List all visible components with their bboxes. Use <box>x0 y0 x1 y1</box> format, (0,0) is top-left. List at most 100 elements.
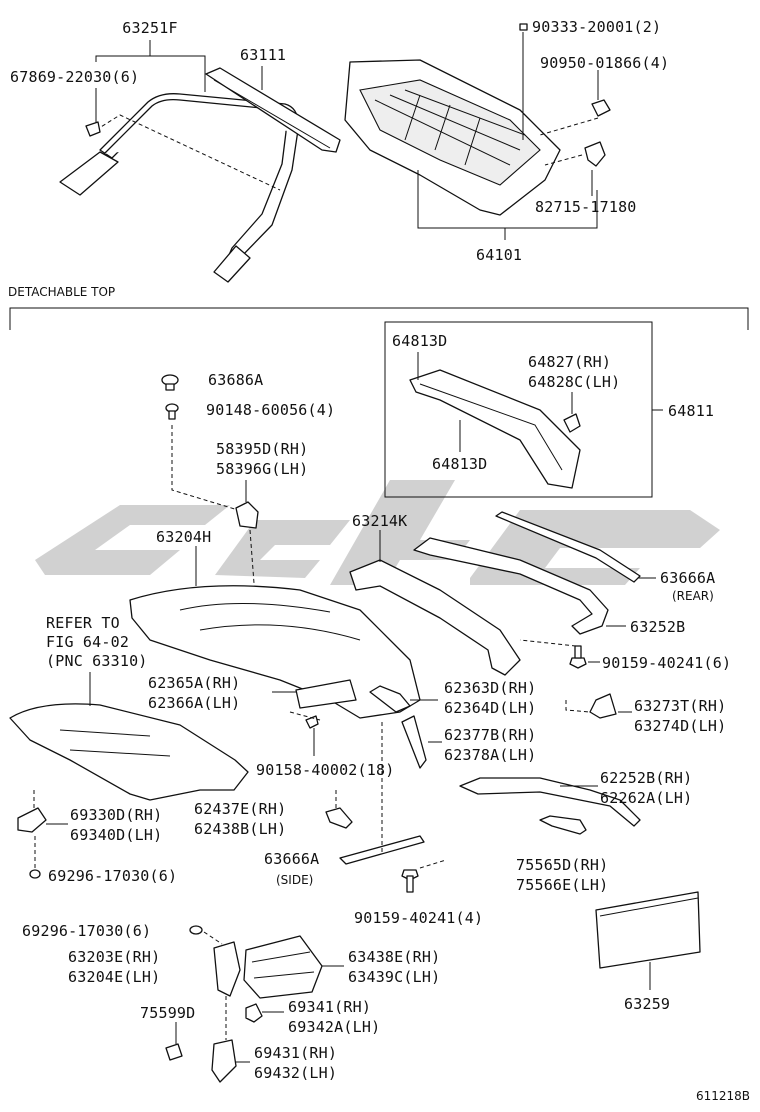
label-69341: 69341(RH) <box>288 998 371 1016</box>
label-62262A: 62262A(LH) <box>600 789 692 807</box>
part-90333-pin <box>519 23 528 31</box>
leader-90159-b-dash <box>419 859 447 869</box>
label-69340D: 69340D(LH) <box>70 826 162 844</box>
part-63273T-clip <box>589 693 617 719</box>
label-64811: 64811 <box>668 402 714 420</box>
label-63438E: 63438E(RH) <box>348 948 440 966</box>
part-69296-screw-b <box>189 925 203 935</box>
label-64828C: 64828C(LH) <box>528 373 620 391</box>
part-69341-cap <box>245 1003 263 1023</box>
label-69431: 69431(RH) <box>254 1044 337 1062</box>
part-62365A-bracket <box>295 679 357 709</box>
label-64813D-b: 64813D <box>432 455 487 473</box>
part-90159-bolt-a <box>569 645 587 669</box>
part-90950-nut <box>591 99 611 117</box>
part-63666A-rear-strip <box>495 511 641 583</box>
part-69431-latch <box>211 1039 237 1083</box>
label-rear: (REAR) <box>672 589 714 603</box>
part-63214K-seal <box>349 559 521 676</box>
label-63686A: 63686A <box>208 371 263 389</box>
label-58396G: 58396G(LH) <box>216 460 308 478</box>
leader-90158-dash <box>289 711 321 721</box>
part-64101-deck <box>344 59 561 216</box>
label-75599D: 75599D <box>140 1004 195 1022</box>
part-63252B-rail <box>413 537 609 635</box>
label-63214K: 63214K <box>352 512 407 530</box>
leader-90950-dash <box>539 117 599 136</box>
part-62363D-bracket <box>369 685 411 713</box>
part-58395D-bracket <box>235 501 259 529</box>
part-90158-screw <box>305 715 319 729</box>
label-67869: 67869-22030(6) <box>10 68 139 86</box>
label-69296-a: 69296-17030(6) <box>48 867 177 885</box>
label-63252B: 63252B <box>630 618 685 636</box>
label-90333: 90333-20001(2) <box>532 18 661 36</box>
part-63203E-latch <box>213 941 241 997</box>
label-pnc: (PNC 63310) <box>46 652 148 670</box>
label-refer-to: REFER TO <box>46 614 120 632</box>
label-58395D: 58395D(RH) <box>216 440 308 458</box>
label-90148: 90148-60056(4) <box>206 401 335 419</box>
label-detachable-top: DETACHABLE TOP <box>8 285 115 299</box>
label-62365A: 62365A(RH) <box>148 674 240 692</box>
label-90159-b: 90159-40241(4) <box>354 909 483 927</box>
label-69342A: 69342A(LH) <box>288 1018 380 1036</box>
label-75565D: 75565D(RH) <box>516 856 608 874</box>
label-63204H: 63204H <box>156 528 211 546</box>
label-63111: 63111 <box>240 46 286 64</box>
label-69296-b: 69296-17030(6) <box>22 922 151 940</box>
label-69432: 69432(LH) <box>254 1064 337 1082</box>
leader-90159-a-dash <box>519 639 577 647</box>
part-75565D-molding <box>539 815 587 835</box>
label-75566E: 75566E(LH) <box>516 876 608 894</box>
label-69330D: 69330D(RH) <box>70 806 162 824</box>
label-63251F: 63251F <box>122 19 177 37</box>
label-figure-id: 611218B <box>696 1089 750 1103</box>
part-90159-bolt-b <box>401 869 419 893</box>
leader-82715-dash <box>544 154 583 166</box>
label-63203E: 63203E(RH) <box>68 948 160 966</box>
part-63259-panel <box>595 891 701 969</box>
label-62378A: 62378A(LH) <box>444 746 536 764</box>
label-64101: 64101 <box>476 246 522 264</box>
section-bracket <box>9 307 749 330</box>
leader-90148-dash <box>171 425 239 511</box>
label-62377B: 62377B(RH) <box>444 726 536 744</box>
label-62364D: 62364D(LH) <box>444 699 536 717</box>
label-62252B: 62252B(RH) <box>600 769 692 787</box>
leader-69296-b-dash <box>203 931 223 945</box>
part-64827-clip <box>563 413 581 433</box>
label-62363D: 62363D(RH) <box>444 679 536 697</box>
label-62438B: 62438B(LH) <box>194 820 286 838</box>
label-fig: FIG 64-02 <box>46 633 129 651</box>
part-63111-bar <box>205 67 341 153</box>
label-63259: 63259 <box>624 995 670 1013</box>
label-64827: 64827(RH) <box>528 353 611 371</box>
part-62437E-clip <box>325 807 353 829</box>
label-63274D: 63274D(LH) <box>634 717 726 735</box>
label-64813D-a: 64813D <box>392 332 447 350</box>
part-69296-screw-a <box>29 869 41 879</box>
part-62252B-rail <box>459 777 641 827</box>
part-82715-clip <box>584 141 606 167</box>
label-62437E: 62437E(RH) <box>194 800 286 818</box>
leader-64101 <box>417 170 598 229</box>
label-62366A: 62366A(LH) <box>148 694 240 712</box>
leader-63273T-dash <box>565 700 591 713</box>
label-63204E: 63204E(LH) <box>68 968 160 986</box>
part-63438E-cover <box>243 935 323 999</box>
label-63273T: 63273T(RH) <box>634 697 726 715</box>
part-90148-screw <box>165 403 179 420</box>
clip-67869 <box>85 121 101 137</box>
label-63666A-rear: 63666A <box>660 569 715 587</box>
part-64813D-panel <box>409 369 581 489</box>
label-63439C: 63439C(LH) <box>348 968 440 986</box>
label-90950: 90950-01866(4) <box>540 54 669 72</box>
part-63310-roof <box>9 703 249 801</box>
label-90159-a: 90159-40241(6) <box>602 654 731 672</box>
part-75599D-clip <box>165 1043 183 1061</box>
leader-67869-dash <box>95 114 281 191</box>
part-63686A-cap <box>161 374 179 391</box>
label-90158: 90158-40002(18) <box>256 761 394 779</box>
